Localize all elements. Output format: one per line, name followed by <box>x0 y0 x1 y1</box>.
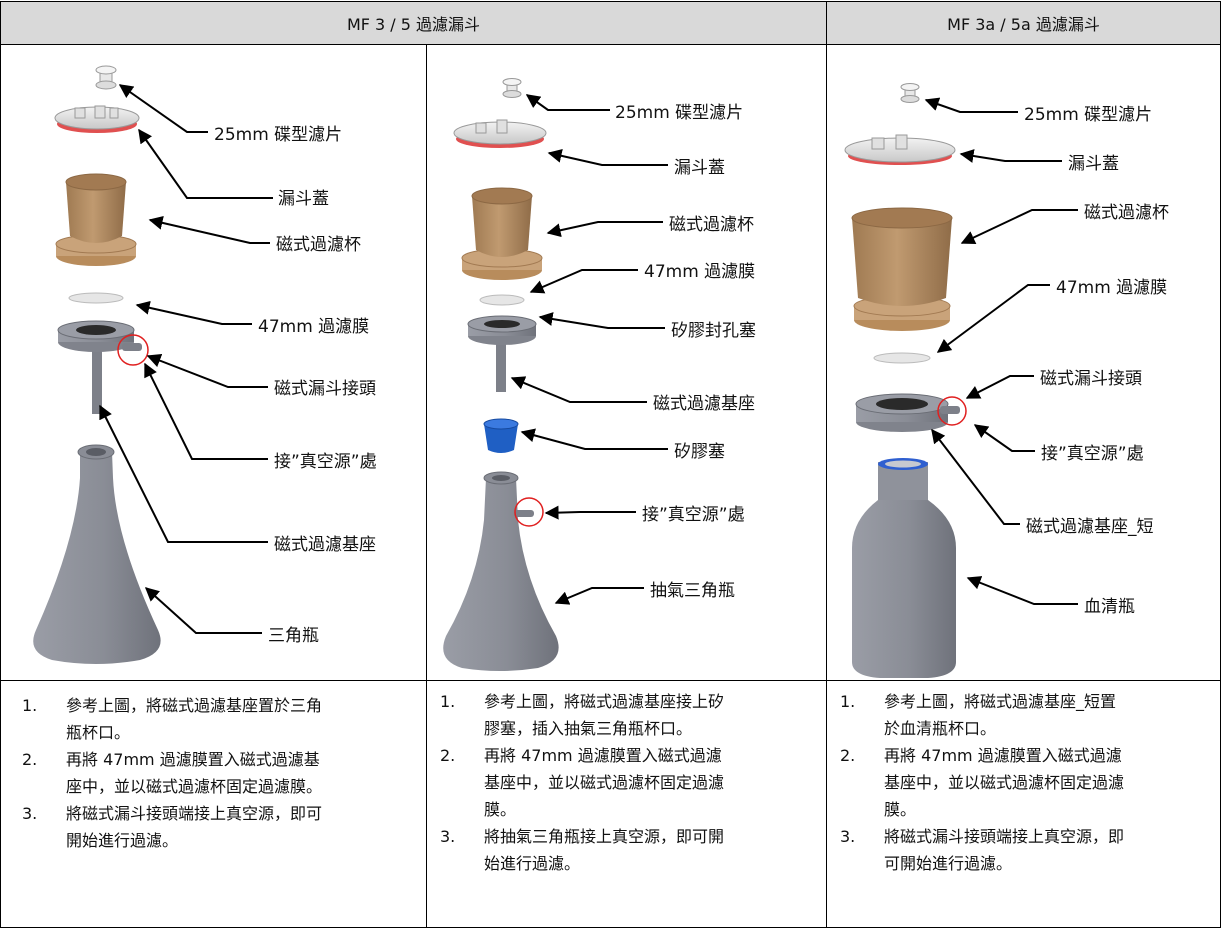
col2-stopper-image <box>483 418 519 453</box>
col3-label-base-short: 磁式過濾基座_短 <box>1026 517 1154 537</box>
col2-leader-stopper <box>520 428 668 450</box>
col2-leader-base <box>510 376 647 403</box>
col3-label-bottle: 血清瓶 <box>1084 597 1135 617</box>
grid-line-left <box>0 45 1 928</box>
col2-disc-filter-image <box>502 78 522 98</box>
col3-leader-filter <box>924 97 1018 113</box>
col1-leader-filter <box>118 84 208 133</box>
col1-diagram <box>33 65 273 664</box>
col3-leader-base-short <box>931 428 1020 525</box>
grid-line-col1 <box>426 45 427 928</box>
col3-label-cup: 磁式過濾杯 <box>1084 203 1169 223</box>
col2-suction-flask-image <box>443 471 559 671</box>
col2-step-2: 2.再將 47mm 過濾膜置入磁式過濾基座中，並以磁式過濾杯固定過濾膜。 <box>440 746 725 819</box>
col3-disc-filter-image <box>900 83 920 103</box>
col2-label-lid: 漏斗蓋 <box>674 158 725 178</box>
col1-label-flask: 三角瓶 <box>268 626 319 646</box>
col1-label-lid: 漏斗蓋 <box>278 189 329 209</box>
col2-base-image <box>467 315 537 392</box>
col2-label-stopper: 矽膠塞 <box>674 442 725 462</box>
col2-label-base: 磁式過濾基座 <box>653 394 755 414</box>
col1-leader-base <box>99 404 268 543</box>
col1-label-filter: 25mm 碟型濾片 <box>214 125 343 145</box>
col3-diagram <box>844 83 1078 678</box>
col1-label-base: 磁式過濾基座 <box>274 535 376 555</box>
header-mf3a5a-title: MF 3a / 5a 過濾漏斗 <box>947 15 1100 34</box>
col2-label-silicone-plug: 矽膠封孔塞 <box>671 321 756 341</box>
col1-base-image <box>57 320 149 414</box>
col1-label-membrane: 47mm 過濾膜 <box>258 317 370 337</box>
col1-leader-flask <box>144 587 262 634</box>
col1-leader-vacuum <box>144 362 268 460</box>
col2-leader-flask <box>554 587 644 605</box>
col3-serum-bottle-image <box>852 458 956 678</box>
col3-step-1: 1.參考上圖，將磁式過濾基座_短置於血清瓶杯口。 <box>840 692 1117 738</box>
col2-filter-cup-image <box>461 187 543 280</box>
col2-lid-image <box>453 119 547 148</box>
grid-line-mid <box>0 680 1221 681</box>
grid-line-col2 <box>826 45 827 928</box>
col3-filter-cup-image <box>851 207 953 331</box>
col3-leader-connector <box>965 375 1034 399</box>
col1-steps: 1.參考上圖，將磁式過濾基座置於三角瓶杯口。 2.再將 47mm 過濾膜置入磁式… <box>18 692 418 854</box>
col2-label-filter: 25mm 碟型濾片 <box>615 103 744 123</box>
col2-leader-lid <box>547 148 668 166</box>
col2-label-flask: 抽氣三角瓶 <box>650 581 735 601</box>
col1-step-1: 1.參考上圖，將磁式過濾基座置於三角瓶杯口。 <box>22 696 323 742</box>
col3-label-vacuum: 接”真空源”處 <box>1041 444 1144 464</box>
header-mf35-title: MF 3 / 5 過濾漏斗 <box>346 15 481 34</box>
col1-filter-cup-image <box>55 173 137 266</box>
exploded-diagrams <box>33 65 1078 678</box>
col1-flask-image <box>33 444 161 664</box>
col3-label-connector: 磁式漏斗接頭 <box>1040 369 1142 389</box>
col3-leader-bottle <box>966 576 1078 605</box>
col3-step-2: 2.再將 47mm 過濾膜置入磁式過濾基座中，並以磁式過濾杯固定過濾膜。 <box>840 746 1125 819</box>
col2-leader-silicone-plug <box>538 312 665 329</box>
col2-label-vacuum: 接”真空源”處 <box>642 505 745 525</box>
col3-label-filter: 25mm 碟型濾片 <box>1024 105 1153 125</box>
col3-leader-membrane <box>936 284 1050 353</box>
header-mf3a5a: MF 3a / 5a 過濾漏斗 <box>826 1 1221 45</box>
col2-membrane-image <box>479 294 525 306</box>
col3-leader-lid <box>959 149 1062 163</box>
header-mf35: MF 3 / 5 過濾漏斗 <box>0 1 827 45</box>
col3-steps: 1.參考上圖，將磁式過濾基座_短置於血清瓶杯口。 2.再將 47mm 過濾膜置入… <box>836 688 1216 877</box>
col1-label-connector: 磁式漏斗接頭 <box>274 379 376 399</box>
col1-label-cup: 磁式過濾杯 <box>276 235 361 255</box>
col3-label-lid: 漏斗蓋 <box>1068 154 1119 174</box>
col2-step-3: 3.將抽氣三角瓶接上真空源，即可開始進行過濾。 <box>440 827 725 873</box>
col3-leader-vacuum <box>973 424 1035 452</box>
col1-disc-filter-image <box>95 65 117 90</box>
col2-leader-cup <box>546 221 663 238</box>
col1-label-vacuum: 接”真空源”處 <box>274 452 377 472</box>
col2-leader-membrane <box>529 269 638 294</box>
col2-leader-vacuum <box>544 505 636 520</box>
col1-leader-lid <box>138 128 273 199</box>
col3-label-membrane: 47mm 過濾膜 <box>1056 278 1168 298</box>
col2-diagram <box>443 78 668 671</box>
col2-step-1: 1.參考上圖，將磁式過濾基座接上矽膠塞，插入抽氣三角瓶杯口。 <box>440 692 725 738</box>
col1-leader-connector <box>146 354 268 388</box>
col1-leader-cup <box>148 216 270 244</box>
col2-steps: 1.參考上圖，將磁式過濾基座接上矽膠塞，插入抽氣三角瓶杯口。 2.再將 47mm… <box>436 688 824 877</box>
col2-label-cup: 磁式過濾杯 <box>669 215 754 235</box>
col3-leader-cup <box>960 209 1078 244</box>
col3-lid-image <box>844 134 956 165</box>
col3-membrane-image <box>873 352 931 364</box>
col2-leader-filter <box>525 94 610 111</box>
col3-base-short-image <box>855 393 967 432</box>
col1-lid-image <box>54 105 140 133</box>
col2-label-membrane: 47mm 過濾膜 <box>644 262 756 282</box>
col1-step-2: 2.再將 47mm 過濾膜置入磁式過濾基座中，並以磁式過濾杯固定過濾膜。 <box>22 750 323 796</box>
col1-membrane-image <box>68 292 124 304</box>
col1-step-3: 3.將磁式漏斗接頭端接上真空源，即可開始進行過濾。 <box>22 804 323 850</box>
col1-leader-membrane <box>135 300 252 325</box>
col3-step-3: 3.將磁式漏斗接頭端接上真空源，即可開始進行過濾。 <box>840 827 1125 873</box>
